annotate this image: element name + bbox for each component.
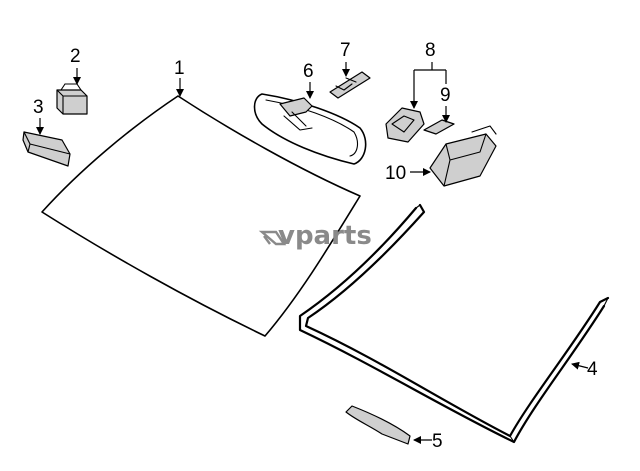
leader-lines [36, 62, 589, 444]
callout-6: 6 [303, 61, 314, 82]
sensor-housing-part-8[interactable] [385, 107, 425, 143]
callout-7: 7 [340, 40, 351, 61]
pad-part-9[interactable] [423, 119, 455, 135]
mirror-bracket-part-7[interactable] [329, 71, 371, 99]
watermark-text: vparts [278, 221, 372, 251]
callout-9: 9 [440, 85, 451, 106]
watermark-logo: vparts [258, 221, 372, 251]
windshield-molding[interactable] [298, 203, 610, 444]
trim-piece-part-5[interactable] [345, 405, 411, 445]
sensor-module-part-10[interactable] [429, 125, 497, 187]
clip-part-2[interactable] [56, 83, 88, 115]
callout-2: 2 [70, 46, 81, 67]
rear-view-mirror[interactable] [253, 93, 367, 165]
callout-4: 4 [587, 359, 598, 380]
windshield-glass[interactable] [41, 95, 361, 337]
callout-10: 10 [385, 163, 406, 184]
callout-1: 1 [174, 58, 185, 79]
callout-3: 3 [33, 97, 44, 118]
callout-5: 5 [432, 431, 443, 452]
mounting-plate-part-3[interactable] [22, 131, 71, 167]
callout-8: 8 [425, 40, 436, 61]
